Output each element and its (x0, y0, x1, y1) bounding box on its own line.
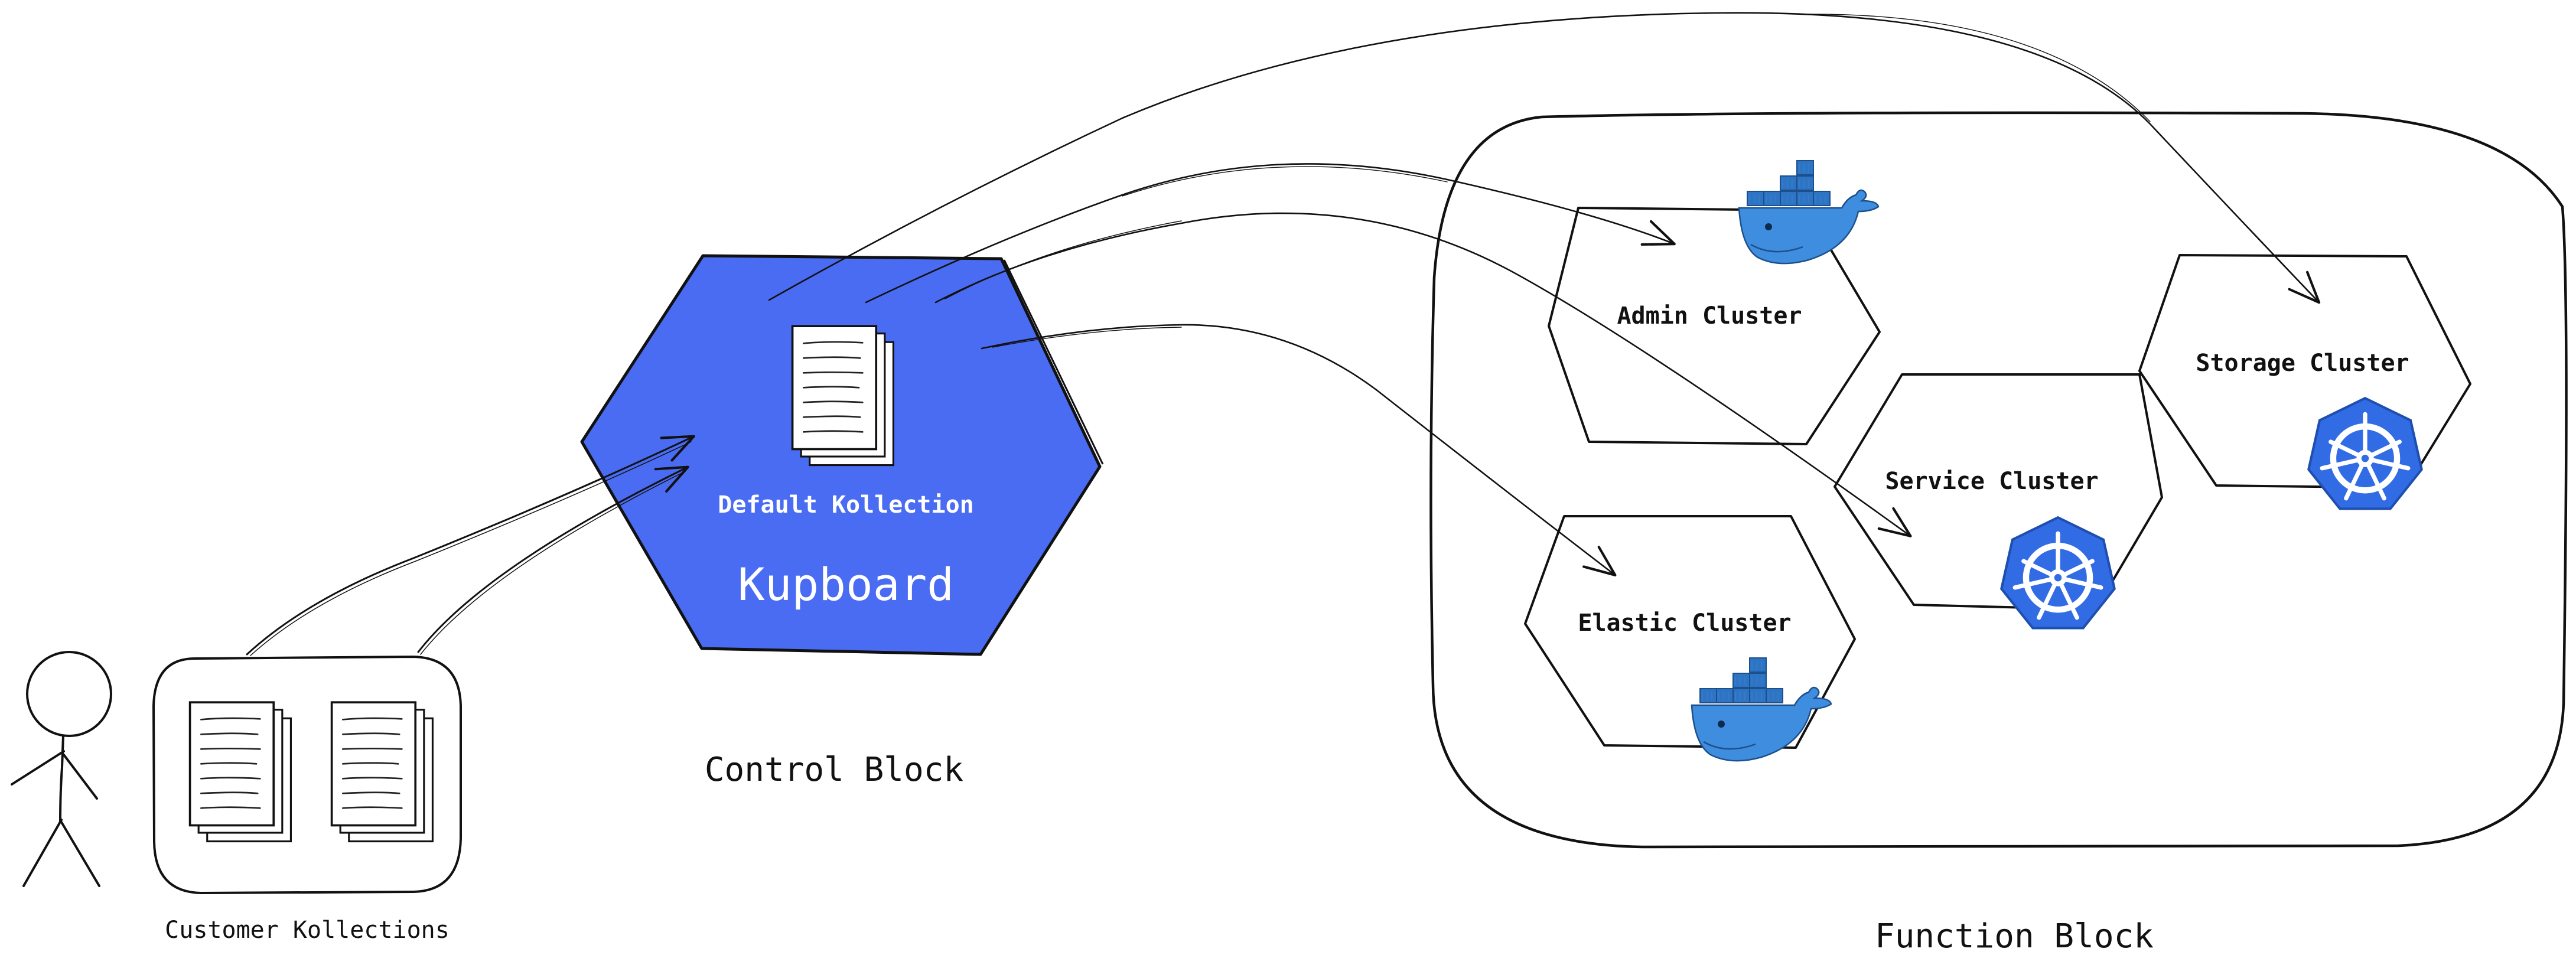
kupboard-hexagon: Default Kollection Kupboard (580, 254, 1104, 656)
arrow-kupboard-to-elastic (981, 324, 1617, 576)
admin-cluster: Admin Cluster (1548, 159, 1881, 445)
kupboard-label: Kupboard (738, 558, 954, 611)
elastic-cluster: Elastic Cluster (1524, 515, 1856, 762)
service-cluster: Service Cluster (1834, 373, 2163, 628)
document-stack-icon (791, 325, 895, 467)
arrow-customer-to-kupboard (246, 435, 695, 656)
storage-cluster-label: Storage Cluster (2196, 350, 2409, 377)
elastic-cluster-label: Elastic Cluster (1578, 610, 1791, 637)
service-cluster-label: Service Cluster (1885, 468, 2098, 495)
control-block-label: Control Block (705, 751, 963, 789)
function-block-container (1429, 111, 2568, 849)
function-block-label: Function Block (1875, 917, 2154, 956)
docker-whale-icon (1738, 159, 1880, 265)
default-kollection-label: Default Kollection (718, 491, 973, 519)
arrow-kupboard-to-storage (768, 12, 2321, 304)
document-stack-icon (330, 701, 434, 843)
arrow-kupboard-to-admin (865, 163, 1676, 304)
stick-figure-icon (11, 651, 112, 887)
storage-cluster: Storage Cluster (2138, 254, 2471, 509)
document-stack-icon (188, 701, 292, 843)
admin-cluster-label: Admin Cluster (1617, 302, 1802, 330)
arrow-customer-to-kupboard (417, 465, 689, 653)
arrow-kupboard-to-service (934, 212, 1912, 537)
customer-kollections-label: Customer Kollections (165, 917, 450, 944)
customer-kollections-box (152, 655, 462, 895)
